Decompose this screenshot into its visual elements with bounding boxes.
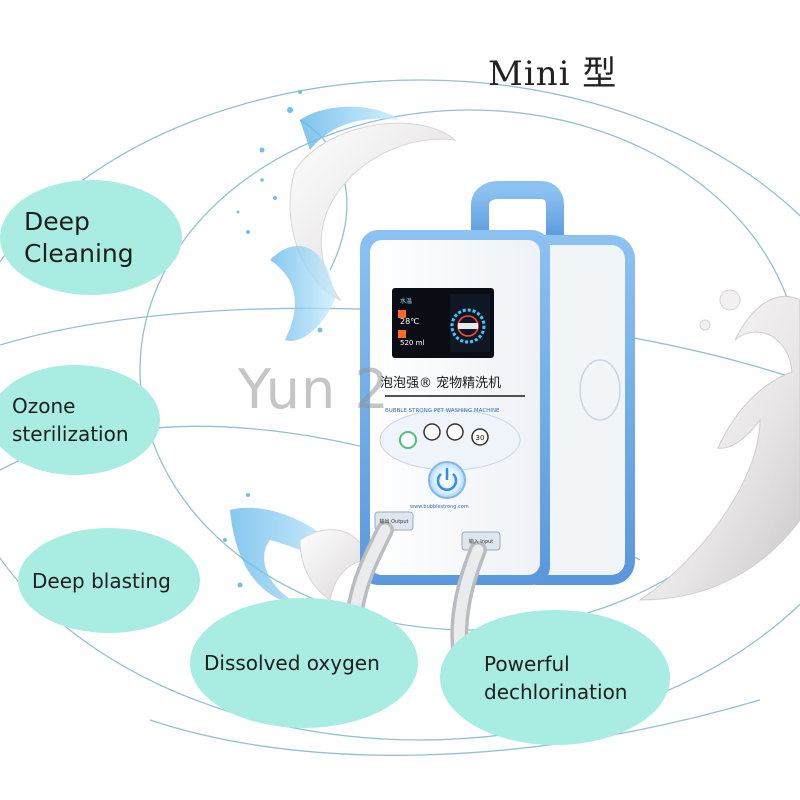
feature-label: Deep blasting <box>32 568 171 593</box>
brand-label: 泡泡强® 宠物精洗机 <box>380 375 501 391</box>
milk-splash-right <box>638 289 800 601</box>
feature-label: Ozone sterilization <box>12 394 129 446</box>
feature-bubble-dechlorination: Powerful dechlorination <box>440 610 670 745</box>
orbit-arc-3 <box>149 699 761 756</box>
english-label: BUBBLE STRONG PET WASHING MACHINE <box>385 408 500 414</box>
screen-gauge <box>450 308 486 344</box>
website-label: www.bubblestrong.com <box>410 504 469 510</box>
orbit-outer <box>0 79 800 741</box>
feature-label: Powerful dechlorination <box>484 651 628 704</box>
button-ozone <box>399 431 417 449</box>
feature-label: Dissolved oxygen <box>204 651 380 675</box>
handle <box>471 181 564 240</box>
watermark: Yun 2 <box>238 358 390 421</box>
screen-temp: 28℃ <box>400 317 419 326</box>
outlet-label: 输出 Output <box>380 518 409 525</box>
button-bubble <box>446 423 464 441</box>
feature-label: Deep Cleaning <box>24 206 134 268</box>
orbit-middle <box>139 109 800 631</box>
button-timer-30 <box>471 428 489 446</box>
feature-bubble-ozone: Ozone sterilization <box>0 365 160 475</box>
screen-top-label: 水温 <box>400 297 412 305</box>
feature-bubble-dissolved-oxygen: Dissolved oxygen <box>190 598 418 728</box>
feature-bubble-deep-cleaning: Deep Cleaning <box>0 180 182 295</box>
screen-flow: 520 ml <box>400 339 424 347</box>
water-splash-top <box>236 90 457 341</box>
button-mode <box>423 423 441 441</box>
inlet-label: 输入 Input <box>469 538 494 545</box>
feature-bubble-deep-blasting: Deep blasting <box>18 528 200 633</box>
page-title: Mini 型 <box>488 54 618 94</box>
device <box>360 181 635 585</box>
water-splash-bottom <box>223 493 371 605</box>
timer-label: 30 <box>476 434 485 442</box>
